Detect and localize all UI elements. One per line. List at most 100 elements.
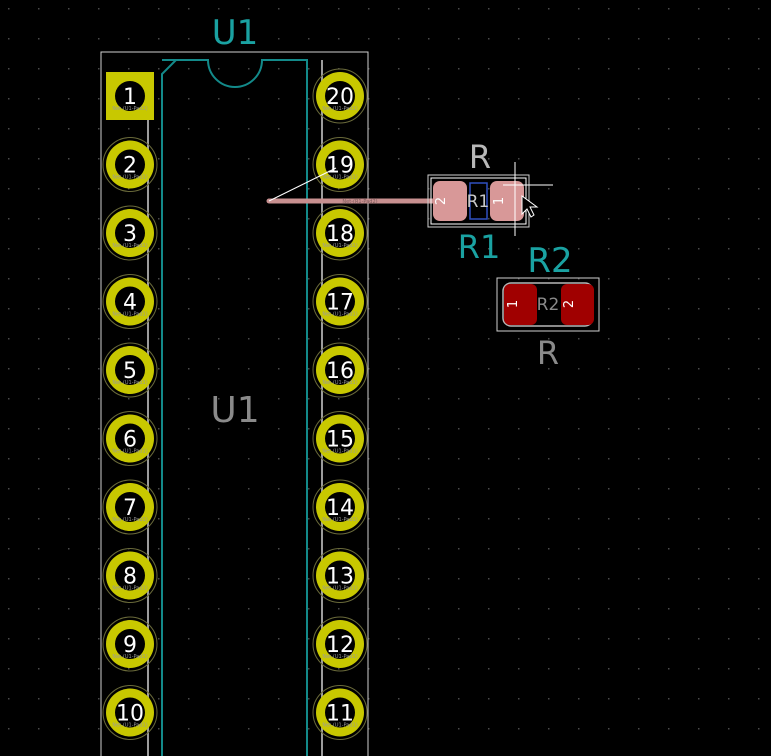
u1-pad-number: 12 <box>326 633 354 658</box>
u1-pad-net-label: Net-(U1-Pad1) <box>322 380 357 386</box>
u1-pad-net-label: Net-(U1-Pad1) <box>322 175 357 181</box>
u1-pad-drill-hole <box>325 423 355 454</box>
mouse-cursor-icon <box>521 195 539 218</box>
u1-pad-net-label: Net-(U1-Pad1) <box>322 654 357 660</box>
u1-pad-drill-hole <box>325 81 355 111</box>
u1-pad-net-label: Net-(U1-Pad1) <box>112 380 147 386</box>
u1-fab-outline <box>161 59 308 756</box>
u1-pad-clearance <box>312 68 368 124</box>
u1-pad-net-label: Net-(U1-Pad1) <box>112 243 147 249</box>
u1-pad-number: 2 <box>123 154 137 179</box>
u1-pad-drill-hole <box>115 355 145 385</box>
u1-pad-clearance <box>312 479 368 535</box>
ratsnest-line <box>268 167 337 202</box>
r2-fab-reference: R2 <box>537 295 560 315</box>
u1-pad-drill-hole <box>115 423 145 454</box>
u1-pad-clearance <box>312 342 368 398</box>
u1-pad-drill-hole <box>115 286 145 317</box>
u1-pad-clearance <box>312 616 368 672</box>
u1-pad-drill-hole <box>115 697 145 728</box>
u1-courtyard <box>100 51 369 756</box>
r1-fab-reference: R1 <box>467 192 490 212</box>
r1-reference[interactable]: R1 <box>458 228 501 266</box>
u1-pad-net-label: Net-(U1-Pad1) <box>112 517 147 523</box>
u1-pad-drill-hole <box>325 149 355 180</box>
u1-pad-drill-hole <box>115 81 145 111</box>
grid-dots <box>8 8 760 730</box>
u1-pad-number: 19 <box>326 154 354 179</box>
u1-pad-number: 9 <box>123 633 137 658</box>
u1-pad-net-label: Net-(U1-Pad1) <box>112 586 147 592</box>
r2-pad-2-number: 2 <box>562 300 577 308</box>
u1-pad-clearance <box>102 274 158 329</box>
r2-footprint[interactable]: 1 2 R2 R2 R <box>496 241 600 372</box>
u1-pad-clearance <box>312 548 368 603</box>
u1-pad-clearance <box>102 205 158 261</box>
u1-pad-drill-hole <box>325 492 355 522</box>
r1-pad-2-number: 2 <box>434 197 449 205</box>
u1-footprint[interactable]: U1 U1 1Net-(U1-Pad1)2Net-(U1-Pad1)3Net-(… <box>100 13 369 756</box>
r2-reference[interactable]: R2 <box>527 241 572 281</box>
u1-pad-drill-hole <box>115 629 145 659</box>
r2-pad-1-number: 1 <box>506 300 521 308</box>
u1-left-pad-column: 1Net-(U1-Pad1)2Net-(U1-Pad1)3Net-(U1-Pad… <box>102 72 158 740</box>
r1-value[interactable]: R <box>469 138 491 176</box>
u1-pad-drill-hole <box>325 355 355 385</box>
u1-reference-top[interactable]: U1 <box>212 13 259 53</box>
r1-fab-body <box>469 182 488 220</box>
u1-pad-number: 1 <box>123 85 137 110</box>
u1-pad-net-label: Net-(U1-Pad1) <box>322 449 357 455</box>
u1-pad-net-label: Net-(U1-Pad1) <box>322 586 357 592</box>
u1-pad-number: 16 <box>326 359 354 384</box>
u1-pad-number: 13 <box>326 565 354 590</box>
u1-pad-number: 20 <box>326 85 354 110</box>
u1-pad-drill-hole <box>115 149 145 180</box>
u1-pad-clearance <box>312 274 368 329</box>
u1-reference-center[interactable]: U1 <box>210 390 259 431</box>
u1-pad-clearance <box>102 342 158 398</box>
u1-pad-drill-hole <box>325 218 355 248</box>
u1-pad-drill-hole <box>325 697 355 728</box>
track-net-r1-pad2[interactable]: Net-(R1-Pad2) <box>266 167 447 205</box>
r2-pad-1[interactable] <box>504 284 537 325</box>
u1-pad-drill-hole <box>325 629 355 659</box>
u1-pad-number: 11 <box>326 702 354 727</box>
u1-pad-number: 7 <box>123 496 137 521</box>
u1-pad-clearance <box>102 137 158 192</box>
u1-pad-number: 3 <box>123 222 137 247</box>
u1-pad-clearance <box>312 137 368 192</box>
r1-footprint[interactable]: 2 1 R1 R R1 <box>427 138 553 266</box>
r2-value[interactable]: R <box>537 334 559 372</box>
u1-pad-drill-hole <box>325 286 355 317</box>
u1-pad-number: 8 <box>123 565 137 590</box>
u1-pad-clearance <box>102 479 158 535</box>
u1-pad-net-label: Net-(U1-Pad1) <box>112 654 147 660</box>
u1-pad-number: 5 <box>123 359 137 384</box>
r2-pad-2[interactable] <box>561 284 594 325</box>
u1-pad-clearance <box>312 685 368 740</box>
u1-pad-drill-hole <box>115 560 145 591</box>
u1-pad-number: 15 <box>326 428 354 453</box>
r1-pad-2[interactable] <box>433 181 467 221</box>
